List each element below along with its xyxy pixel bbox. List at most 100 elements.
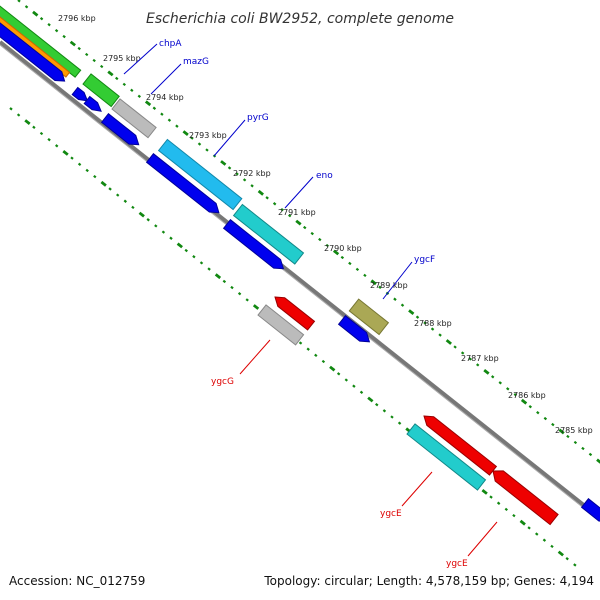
gc-dash (348, 261, 352, 266)
feature-block-teal (406, 423, 487, 491)
gc-dash (393, 297, 397, 301)
gc-dash (16, 113, 21, 117)
leader-line (467, 521, 498, 557)
gc-dash (491, 375, 495, 379)
feature-block-green (82, 73, 120, 108)
gc-dash (527, 526, 531, 530)
gc-dash (280, 208, 284, 212)
gc-dash (62, 150, 69, 156)
gc-dash (160, 112, 164, 116)
gc-dash (130, 88, 134, 92)
gc-dash (54, 28, 59, 33)
gc-dash (550, 544, 554, 549)
gc-dash (535, 532, 539, 536)
gc-dash (306, 347, 310, 351)
gc-dash (378, 285, 382, 289)
gc-dash (352, 384, 356, 388)
kbp-tick-label: 2787 kbp (461, 354, 499, 363)
gc-dash (573, 440, 578, 445)
gc-dash (62, 34, 66, 39)
gc-track-upper (17, 0, 600, 464)
gc-dash (24, 119, 31, 125)
gc-dash (332, 249, 340, 256)
gc-dash (9, 107, 13, 111)
gc-dash (288, 214, 292, 218)
gc-dash (77, 46, 81, 51)
feature-block-teal (232, 203, 305, 265)
cds-forward-arrow (222, 218, 285, 270)
gc-dash (557, 550, 564, 557)
gc-dash (581, 446, 585, 451)
cds-forward-arrow (0, 22, 66, 82)
gc-dash (39, 131, 44, 136)
gc-dash (192, 255, 196, 259)
gene-label-ygcE: ygcE (380, 509, 402, 519)
gc-dash (551, 422, 555, 427)
gc-dash (137, 94, 141, 98)
gc-dash (100, 64, 104, 69)
gc-dash (167, 118, 172, 122)
gc-dash (408, 309, 415, 316)
gc-dash (445, 339, 452, 345)
cds-reverse-arrow (492, 470, 559, 526)
gc-dash (39, 17, 44, 21)
gc-dash (227, 166, 232, 170)
gc-dash (138, 211, 145, 218)
cds-forward-arrow (580, 497, 600, 522)
kbp-tick-labels: 2796 kbp 2795 kbp 2794 kbp 2793 kbp 2792… (58, 14, 593, 435)
gc-dash (115, 76, 119, 81)
leader-line (401, 471, 433, 507)
accession-text: Accession: NC_012759 (9, 574, 146, 588)
gc-dash (69, 40, 76, 47)
gc-dash (17, 0, 21, 3)
gc-dash (242, 178, 247, 182)
gc-dash (47, 137, 51, 142)
gc-dash (519, 519, 526, 526)
map-title: Escherichia coli BW2952, complete genome (146, 11, 454, 27)
gc-dash (370, 279, 377, 286)
gc-dash (123, 199, 128, 203)
gc-dash (438, 333, 442, 337)
kbp-tick-label: 2786 kbp (508, 391, 546, 400)
kbp-tick-label: 2789 kbp (370, 281, 408, 290)
gc-dash (184, 248, 188, 253)
gc-dash (481, 489, 488, 495)
gc-dash (400, 303, 405, 307)
gc-dash (558, 428, 565, 435)
gc-dash (382, 409, 387, 413)
gene-labels: chpA mazG pyrG eno ygcF ygcG ygcE ygcE (123, 39, 498, 569)
gc-dash (314, 353, 318, 358)
leader-line (284, 176, 314, 209)
gc-dash (397, 421, 402, 425)
gene-label-mazG: mazG (183, 57, 209, 67)
gc-dash (295, 219, 302, 226)
kbp-tick-label: 2792 kbp (233, 169, 271, 178)
gc-dash (122, 82, 126, 87)
gc-dash (175, 124, 179, 128)
gc-dash (513, 393, 517, 397)
gc-dash (430, 327, 435, 331)
gc-dash (154, 224, 158, 228)
feature-block-olive (348, 298, 390, 336)
gc-dash (565, 557, 569, 561)
genome-backbone-shadow (0, 44, 600, 522)
gc-dash (329, 365, 336, 372)
gc-dash (220, 160, 227, 166)
feature-band-green (0, 5, 82, 78)
gc-dash (489, 495, 493, 499)
kbp-tick-label: 2788 kbp (414, 319, 452, 328)
gc-dash (32, 10, 39, 17)
gc-dash (528, 405, 532, 409)
gc-dash (235, 172, 239, 176)
gc-dash (245, 298, 249, 302)
gc-dash (24, 5, 29, 9)
gc-dash (573, 563, 577, 567)
gc-dash (359, 390, 364, 394)
genome-backbone (0, 40, 600, 520)
cds-reverse-arrow (274, 296, 316, 331)
cds-forward-arrow (337, 314, 371, 343)
gc-dash (423, 321, 427, 325)
gc-dash (496, 501, 501, 505)
cds-forward-arrow (71, 86, 89, 102)
